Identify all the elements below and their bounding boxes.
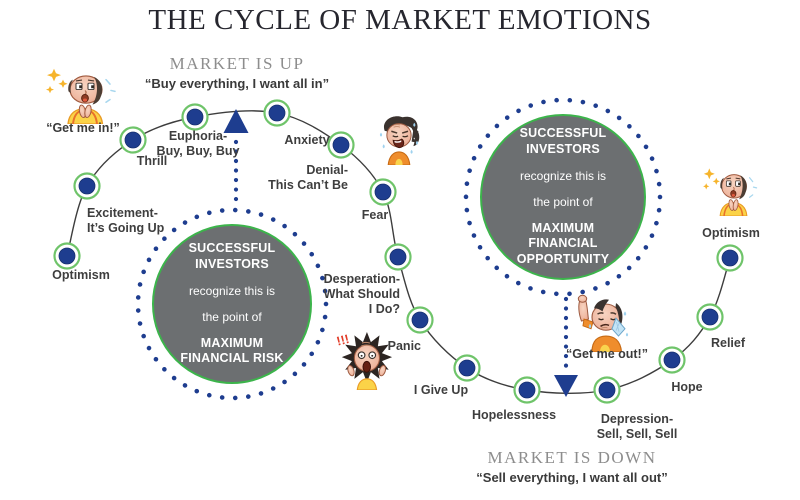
emotion-label-hopelessness: Hopelessness bbox=[471, 408, 557, 422]
emotion-point-i-give-up bbox=[458, 359, 476, 377]
info-circle-text: the point of bbox=[202, 309, 262, 324]
risk-dotted-ring bbox=[135, 207, 329, 401]
emotion-label-panic: Panic bbox=[387, 339, 421, 353]
emotion-label-anxiety: Anxiety bbox=[284, 133, 330, 147]
emotion-label-fear: Fear bbox=[361, 208, 389, 222]
get-me-out-caption: “Get me out!” bbox=[566, 347, 648, 361]
optimistic-investor-face-icon bbox=[700, 166, 762, 216]
emotion-point-optimism-right bbox=[721, 249, 739, 267]
emotion-point-desperation bbox=[389, 248, 407, 266]
emotion-point-depression bbox=[598, 381, 616, 399]
emotion-label-optimism-left: Optimism bbox=[52, 268, 110, 282]
emotion-label-excitement: Excitement-It’s Going Up bbox=[87, 206, 165, 235]
market-is-down-quote: “Sell everything, I want all out” bbox=[476, 470, 668, 485]
emotion-point-euphoria bbox=[186, 108, 204, 126]
info-circle-text: the point of bbox=[533, 194, 593, 209]
info-circle-text: recognize this is bbox=[519, 168, 607, 183]
arrow-up-icon bbox=[223, 109, 249, 133]
emotion-label-relief: Relief bbox=[710, 336, 746, 350]
emotion-label-euphoria: Euphoria-Buy, Buy, Buy bbox=[156, 129, 240, 158]
emotion-point-thrill bbox=[124, 131, 142, 149]
market-is-down-block: MARKET IS DOWN “Sell everything, I want … bbox=[476, 448, 667, 485]
emotion-point-panic bbox=[411, 311, 429, 329]
info-circle-text: recognize this is bbox=[188, 283, 276, 298]
emotion-label-depression: Depression-Sell, Sell, Sell bbox=[596, 412, 678, 441]
emotion-point-anxiety bbox=[268, 104, 286, 122]
emotion-point-hope bbox=[663, 351, 681, 369]
worried-investor-face-icon bbox=[372, 111, 426, 165]
market-is-down-heading: MARKET IS DOWN bbox=[487, 448, 657, 467]
emotion-label-i-give-up: I Give Up bbox=[413, 383, 469, 397]
excited-investor-face-icon bbox=[42, 66, 122, 124]
market-is-up-block: MARKET IS UP “Buy everything, I want all… bbox=[145, 54, 329, 91]
arrow-down-icon bbox=[554, 375, 578, 397]
emotion-label-optimism-right: Optimism bbox=[702, 226, 760, 240]
emotion-point-relief bbox=[701, 308, 719, 326]
emotion-label-hope: Hope bbox=[671, 380, 703, 394]
panicked-investor-face-icon bbox=[336, 332, 394, 390]
emotion-point-fear bbox=[374, 183, 392, 201]
opportunity-dotted-ring bbox=[463, 97, 663, 297]
emotion-point-excitement bbox=[78, 177, 96, 195]
market-is-up-quote: “Buy everything, I want all in” bbox=[144, 76, 330, 91]
emotion-point-hopelessness bbox=[518, 381, 536, 399]
page-title: THE CYCLE OF MARKET EMOTIONS bbox=[148, 4, 652, 36]
emotion-label-thrill: Thrill bbox=[136, 154, 168, 168]
emotion-point-denial bbox=[332, 136, 350, 154]
emotion-label-denial: Denial-This Can’t Be bbox=[268, 163, 348, 192]
crying-investor-face-icon bbox=[572, 292, 636, 352]
get-me-in-caption: “Get me in!” bbox=[46, 121, 120, 135]
emotion-point-optimism-left bbox=[58, 247, 76, 265]
market-is-up-heading: MARKET IS UP bbox=[169, 54, 305, 73]
